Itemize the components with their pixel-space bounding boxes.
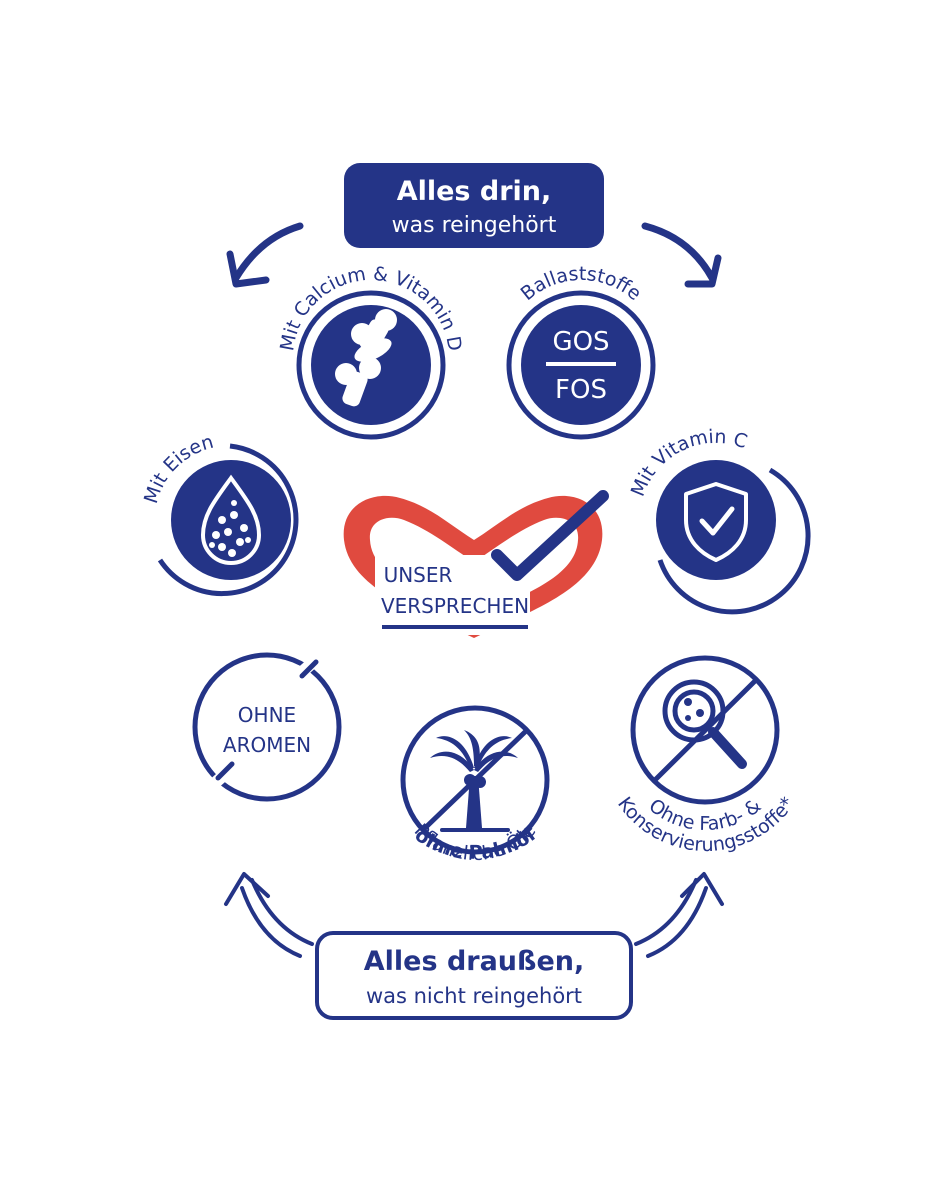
- vitamin-c-badge: Mit Vitamin C: [627, 426, 811, 615]
- iron-badge: Mit Eisen: [140, 431, 299, 597]
- top-box-subtitle: was reingehört: [392, 213, 557, 238]
- no-aromas-line1: OHNE: [238, 703, 296, 727]
- fiber-label: Ballaststoffe: [517, 263, 646, 305]
- top-box: Alles drin, was reingehört: [344, 163, 604, 248]
- top-box-title: Alles drin,: [397, 176, 552, 207]
- bone-joint-icon: [335, 309, 397, 407]
- calcium-badge: Mit Calcium & Vitamin D: [276, 263, 466, 440]
- fiber-fos: FOS: [555, 375, 607, 405]
- top-box-background: [344, 163, 604, 248]
- no-aromas-badge: OHNE AROMEN: [192, 652, 342, 802]
- droplet-iron-icon: [200, 474, 262, 565]
- promise-line2: VERSPRECHEN: [381, 594, 529, 618]
- bottom-box-title: Alles draußen,: [364, 946, 584, 977]
- no-colorings-badge: Ohne Farb- & Konservierungsstoffe*: [613, 655, 799, 856]
- magnifier-icon: [662, 679, 747, 769]
- bottom-box-frame: [315, 931, 633, 1020]
- arrow-icon: [641, 222, 722, 288]
- bottom-box: Alles draußen, was nicht reingehört: [315, 931, 633, 1020]
- arrow-icon: [634, 872, 724, 958]
- no-palm-oil-badge: Pflanzliche Öle ohne Palmöl: [400, 705, 550, 865]
- palm-tree-icon: [430, 730, 518, 832]
- heart-check-icon: UNSER VERSPRECHEN: [343, 490, 609, 638]
- bottom-box-subtitle: was nicht reingehört: [366, 984, 582, 1008]
- fiber-gos: GOS: [552, 327, 609, 357]
- fiber-badge: GOS FOS Ballaststoffe: [506, 263, 656, 440]
- promise-line1: UNSER: [384, 563, 453, 587]
- arrow-icon: [224, 872, 314, 958]
- arrow-icon: [226, 222, 304, 288]
- no-aromas-line2: AROMEN: [223, 733, 311, 757]
- shield-check-icon: [684, 482, 748, 562]
